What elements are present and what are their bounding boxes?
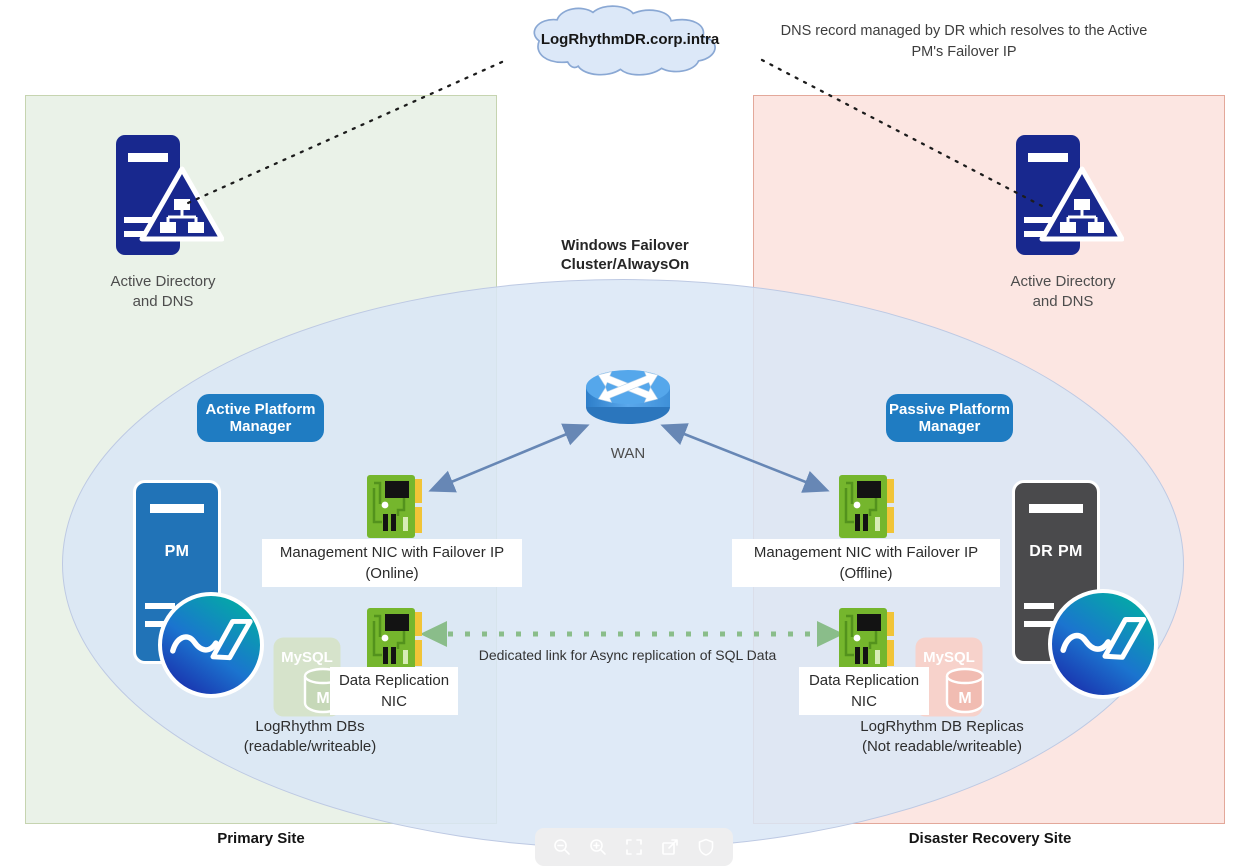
primary-site-title: Primary Site <box>217 830 305 847</box>
wan-router-icon <box>586 370 670 424</box>
shield-icon[interactable] <box>696 837 716 857</box>
zoom-out-icon[interactable] <box>552 837 572 857</box>
text-line: LogRhythm DB Replicas <box>860 718 1024 735</box>
data-nic-label-dr: Data Replication NIC <box>799 667 929 715</box>
svg-text:MySQL: MySQL <box>281 649 333 666</box>
text-line: Windows Failover <box>561 237 689 254</box>
text-line: NIC <box>851 693 877 710</box>
text-line: NIC <box>381 693 407 710</box>
text-line: Active Directory <box>1010 273 1116 290</box>
server-vent <box>145 621 175 627</box>
active-directory-icon <box>1016 135 1124 255</box>
replication-link-label: Dedicated link for Async replication of … <box>478 647 777 663</box>
active-directory-label-primary: Active Directory and DNS <box>73 272 253 311</box>
db-caption-dr: LogRhythm DB Replicas (Not readable/writ… <box>822 717 1062 756</box>
text-line: Data Replication <box>338 672 450 689</box>
active-directory-icon <box>116 135 224 255</box>
text-line: Cluster/AlwaysOn <box>560 255 690 273</box>
management-nic-icon-dr <box>839 475 894 538</box>
logrhythm-wave-glyph <box>170 619 253 661</box>
text-line: and DNS <box>1032 292 1094 310</box>
data-nic-label-primary: Data Replication NIC <box>330 667 458 715</box>
server-slot <box>150 504 204 513</box>
active-platform-manager-badge: Active Platform Manager <box>197 394 324 442</box>
active-directory-label-dr: Active Directory and DNS <box>973 272 1153 311</box>
zoom-in-icon[interactable] <box>588 837 608 857</box>
wan-label: WAN <box>610 445 646 462</box>
dns-note: DNS record managed by DR which resolves … <box>780 23 1148 61</box>
mysql-icon-primary: MySQL M <box>273 637 342 717</box>
text-line: Data Replication <box>808 672 920 689</box>
logrhythm-wave-glyph <box>1060 616 1147 660</box>
text-line: (Online) <box>365 565 419 582</box>
dr-site-title: Disaster Recovery Site <box>908 830 1072 847</box>
text-line: and DNS <box>132 292 194 310</box>
svg-text:M: M <box>316 690 329 707</box>
text-line: LogRhythm DBs <box>255 718 365 735</box>
mysql-icon-dr: MySQL M <box>915 637 984 717</box>
logrhythm-logo <box>1048 589 1158 699</box>
svg-text:MySQL: MySQL <box>923 649 975 666</box>
server-label: PM <box>164 543 190 560</box>
text-line: Management NIC with Failover IP <box>279 544 505 561</box>
dns-cloud-icon <box>533 5 716 76</box>
server-label: DR PM <box>1029 543 1083 560</box>
logrhythm-logo <box>158 592 264 698</box>
viewer-toolbar <box>535 828 733 866</box>
server-vent <box>145 603 175 609</box>
text-line: Active Directory <box>110 273 216 290</box>
text-line: (Not readable/writeable) <box>861 737 1023 755</box>
server-vent <box>1024 621 1054 627</box>
fit-view-icon[interactable] <box>624 837 644 857</box>
server-slot <box>1029 504 1083 513</box>
cluster-heading: Windows Failover Cluster/AlwaysOn <box>545 237 705 275</box>
db-caption-primary: LogRhythm DBs (readable/writeable) <box>200 717 420 756</box>
export-icon[interactable] <box>660 837 680 857</box>
server-vent <box>1024 603 1054 609</box>
data-replication-nic-icon-dr <box>839 608 894 671</box>
mgmt-nic-label-primary: Management NIC with Failover IP (Online) <box>262 539 522 587</box>
text-line: (readable/writeable) <box>243 737 377 755</box>
data-replication-nic-icon-primary <box>367 608 422 671</box>
mgmt-nic-label-dr: Management NIC with Failover IP (Offline… <box>732 539 1000 587</box>
text-line: (Offline) <box>839 565 893 582</box>
passive-platform-manager-badge: Passive Platform Manager <box>886 394 1013 442</box>
text-line: Management NIC with Failover IP <box>753 544 979 561</box>
dns-cloud-label: LogRhythmDR.corp.intra <box>540 31 720 48</box>
svg-text:M: M <box>958 690 971 707</box>
management-nic-icon-primary <box>367 475 422 538</box>
